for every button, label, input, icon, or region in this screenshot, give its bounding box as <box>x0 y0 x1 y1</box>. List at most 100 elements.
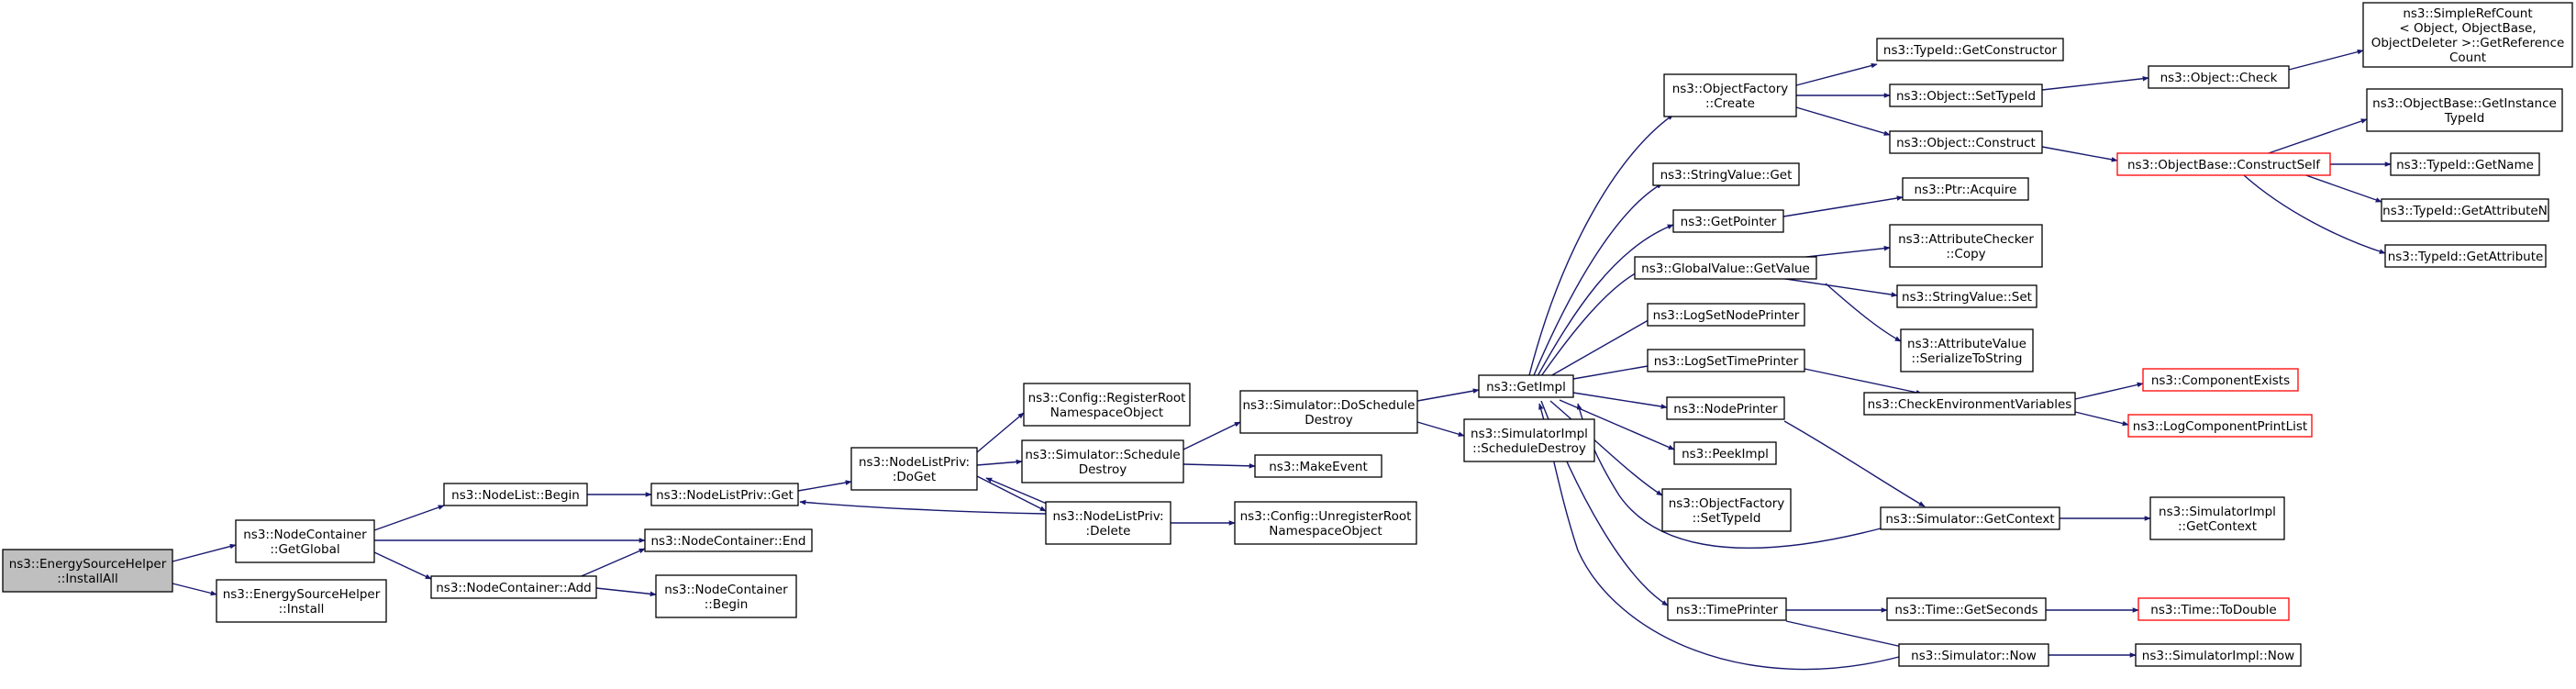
node-label-line: ns3::Simulator::Schedule <box>1025 448 1180 462</box>
edge-object-construct-to-constructself <box>2041 146 2118 162</box>
edge-getpointer-to-ptr-acquire <box>1782 195 1904 217</box>
node-label-line: ::Begin <box>705 597 749 612</box>
edge-scheduledestroy-to-makeevent <box>1183 463 1256 469</box>
node-simulator-scheduledestroy[interactable]: ns3::Simulator::ScheduleDestroy <box>1021 439 1184 483</box>
node-nodecontainer-add[interactable]: ns3::NodeContainer::Add <box>430 575 597 599</box>
node-object-check[interactable]: ns3::Object::Check <box>2148 65 2290 89</box>
node-timeprinter[interactable]: ns3::TimePrinter <box>1667 597 1787 621</box>
node-stringvalue-get[interactable]: ns3::StringValue::Get <box>1652 162 1800 186</box>
node-attributevalue-serializetostring[interactable]: ns3::AttributeValue::SerializeToString <box>1900 328 2034 372</box>
node-config-unregisterrootnamespaceobject[interactable]: ns3::Config::UnregisterRootNamespaceObje… <box>1234 501 1417 545</box>
node-typeid-getname[interactable]: ns3::TypeId::GetName <box>2390 152 2540 176</box>
node-simplerefcount-getreferencecount[interactable]: ns3::SimpleRefCount< Object, ObjectBase,… <box>2362 2 2573 68</box>
node-getimpl[interactable]: ns3::GetImpl <box>1478 374 1574 398</box>
edge-doscheduledestroy-to-scheduledestroy-impl <box>1416 421 1465 437</box>
node-nodeprinter[interactable]: ns3::NodePrinter <box>1666 396 1785 420</box>
edge-constructself-to-getinstancetypeid <box>2265 118 2368 155</box>
node-label-line: ns3::SimulatorImpl::Now <box>2142 649 2294 663</box>
node-objectfactory-settypeid[interactable]: ns3::ObjectFactory::SetTypeId <box>1661 488 1792 532</box>
node-label-line: ns3::GetImpl <box>1486 380 1566 395</box>
node-label-line: ::InstallAll <box>57 572 117 586</box>
node-simulatorimpl-now[interactable]: ns3::SimulatorImpl::Now <box>2135 643 2302 667</box>
node-stringvalue-set[interactable]: ns3::StringValue::Set <box>1896 284 2037 308</box>
node-label-line: ns3::AttributeChecker <box>1898 232 2034 247</box>
node-nodecontainer-end[interactable]: ns3::NodeContainer::End <box>644 528 813 552</box>
edge-getimpl-to-logsetnodeprinter <box>1549 317 1654 377</box>
edge-object-settypeid-to-object-check <box>2041 75 2149 91</box>
node-label-line: ns3::ObjectBase::ConstructSelf <box>2127 158 2321 172</box>
node-simulatorimpl-getcontext[interactable]: ns3::SimulatorImpl::GetContext <box>2149 496 2285 540</box>
edge-getvalue-to-stringvalue-set <box>1772 276 1898 297</box>
node-energysourcehelper-install[interactable]: ns3::EnergySourceHelper::Install <box>216 579 387 623</box>
node-simulator-now[interactable]: ns3::Simulator::Now <box>1898 643 2049 667</box>
node-nodelistpriv-get[interactable]: ns3::NodeListPriv::Get <box>650 483 799 506</box>
node-logsetnodeprinter[interactable]: ns3::LogSetNodePrinter <box>1647 303 1805 327</box>
node-typeid-getattribute[interactable]: ns3::TypeId::GetAttribute <box>2384 244 2547 268</box>
edge-getimpl-to-logsettimeprinter <box>1572 363 1654 380</box>
edge-cev-to-componentexists <box>2074 382 2144 400</box>
node-label-line: ns3::Object::Check <box>2160 71 2278 85</box>
edge-getimpl-to-nodeprinter <box>1572 392 1668 409</box>
node-label-line: Count <box>2449 50 2486 65</box>
node-makeevent[interactable]: ns3::MakeEvent <box>1254 454 1382 478</box>
node-simulator-getcontext[interactable]: ns3::Simulator::GetContext <box>1880 506 2060 530</box>
node-ptr-acquire[interactable]: ns3::Ptr::Acquire <box>1902 177 2029 201</box>
node-objectbase-constructself[interactable]: ns3::ObjectBase::ConstructSelf <box>2116 152 2331 176</box>
node-label-line: ns3::ObjectBase::GetInstance <box>2372 96 2557 111</box>
node-getpointer[interactable]: ns3::GetPointer <box>1672 209 1784 233</box>
node-label-line: ns3::GetPointer <box>1681 215 1777 229</box>
node-object-settypeid[interactable]: ns3::Object::SetTypeId <box>1889 83 2043 107</box>
node-label-line: ns3::NodeList::Begin <box>451 488 580 503</box>
node-label-line: ns3::Simulator::DoSchedule <box>1243 398 1416 413</box>
node-label-line: ns3::TypeId::GetName <box>2396 158 2534 172</box>
node-logcomponentprintlist[interactable]: ns3::LogComponentPrintList <box>2127 414 2313 438</box>
node-peekimpl[interactable]: ns3::PeekImpl <box>1673 441 1777 465</box>
node-label-line: ns3::LogSetNodePrinter <box>1653 308 1800 323</box>
edge-doget-to-scheduledestroy <box>976 459 1023 466</box>
node-label-line: ns3::NodeListPriv: <box>859 455 970 470</box>
node-globalvalue-getvalue[interactable]: ns3::GlobalValue::GetValue <box>1634 256 1817 280</box>
node-label-line: ::Create <box>1705 96 1755 111</box>
edge-create-to-object-construct <box>1795 106 1891 136</box>
node-label-line: ns3::ObjectFactory <box>1669 496 1785 511</box>
node-time-todouble[interactable]: ns3::Time::ToDouble <box>2137 597 2290 621</box>
node-componentexists[interactable]: ns3::ComponentExists <box>2142 368 2299 392</box>
node-objectfactory-create[interactable]: ns3::ObjectFactory::Create <box>1663 73 1797 117</box>
node-typeid-getattributen[interactable]: ns3::TypeId::GetAttributeN <box>2381 198 2549 222</box>
node-label-line: ::ScheduleDestroy <box>1472 441 1586 456</box>
node-checkenvironmentvariables[interactable]: ns3::CheckEnvironmentVariables <box>1863 392 2076 416</box>
node-label-line: ns3::LogSetTimePrinter <box>1654 354 1799 369</box>
node-label-line: :Delete <box>1086 524 1131 539</box>
edge-doscheduledestroy-to-getimpl <box>1416 388 1480 402</box>
node-label-line: :DoGet <box>893 470 936 484</box>
node-nodelistpriv-doget[interactable]: ns3::NodeListPriv::DoGet <box>850 447 978 491</box>
node-nodelistpriv-delete[interactable]: ns3::NodeListPriv::Delete <box>1045 501 1171 545</box>
node-typeid-getconstructor[interactable]: ns3::TypeId::GetConstructor <box>1876 38 2064 61</box>
node-label-line: ns3::LogComponentPrintList <box>2133 419 2307 434</box>
edge-getimpl-to-stringvalue-get <box>1533 183 1663 376</box>
node-logsettimeprinter[interactable]: ns3::LogSetTimePrinter <box>1647 349 1805 372</box>
node-label-line: ns3::Config::RegisterRoot <box>1028 391 1186 406</box>
edge-scheduledestroy-to-doscheduledestroy <box>1183 421 1241 450</box>
node-time-getseconds[interactable]: ns3::Time::GetSeconds <box>1886 597 2047 621</box>
node-object-construct[interactable]: ns3::Object::Construct <box>1889 130 2043 154</box>
node-label-line: ::GetGlobal <box>270 542 339 557</box>
node-simulatorimpl-scheduledestroy[interactable]: ns3::SimulatorImpl::ScheduleDestroy <box>1463 418 1595 462</box>
node-nodelist-begin[interactable]: ns3::NodeList::Begin <box>443 483 588 506</box>
node-label-line: ns3::CheckEnvironmentVariables <box>1868 397 2072 412</box>
node-label-line: ns3::PeekImpl <box>1682 447 1769 461</box>
node-nodecontainer-getglobal[interactable]: ns3::NodeContainer::GetGlobal <box>235 519 375 563</box>
node-label-line: NamespaceObject <box>1050 406 1163 420</box>
node-attributechecker-copy[interactable]: ns3::AttributeChecker::Copy <box>1889 224 2043 268</box>
node-nodecontainer-begin[interactable]: ns3::NodeContainer::Begin <box>655 574 797 618</box>
edge-constructself-to-getattributen <box>2297 172 2382 203</box>
edge-nodeprinter-to-getcontext <box>1783 420 1926 507</box>
node-energysourcehelper-installall[interactable]: ns3::EnergySourceHelper::InstallAll <box>2 549 173 593</box>
edge-getimpl-to-objectfactory-create <box>1528 114 1674 376</box>
edge-doget-to-registerroot <box>976 412 1025 453</box>
node-label-line: ns3::StringValue::Get <box>1660 168 1793 183</box>
